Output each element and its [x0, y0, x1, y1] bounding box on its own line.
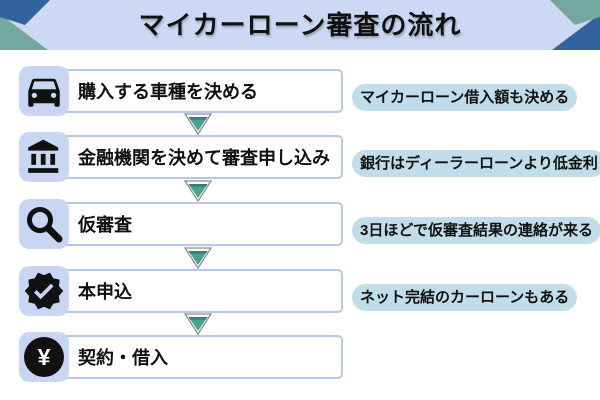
down-arrow-icon	[184, 313, 212, 335]
step-label: 本申込	[78, 282, 132, 302]
step-box: 金融機関を決めて審査申し込み	[60, 135, 343, 179]
down-arrow-icon	[184, 113, 212, 135]
yen-icon: ¥	[24, 337, 64, 377]
step-row-3: 仮審査 3日ほどで仮審査結果の連絡が来る	[0, 199, 600, 249]
step-icon-box	[19, 199, 69, 249]
step-label: 金融機関を決めて審査申し込み	[78, 148, 330, 168]
corner-teal-triangle	[550, 0, 600, 25]
step-box: 購入する車種を決める	[60, 69, 343, 113]
corner-decoration-right	[550, 0, 600, 50]
step-label: 購入する車種を決める	[78, 82, 258, 102]
corner-blue-triangle	[0, 0, 50, 25]
step-row-2: 金融機関を決めて審査申し込み 銀行はディーラーローンより低金利	[0, 132, 600, 182]
corner-blue-triangle	[552, 14, 600, 50]
step-note: 銀行はディーラーローンより低金利	[352, 150, 600, 177]
bank-icon	[28, 139, 59, 173]
step-label: 仮審査	[78, 215, 132, 235]
magnifier-icon	[27, 207, 63, 243]
step-row-5: 契約・借入 ¥	[0, 332, 600, 382]
down-arrow-icon	[184, 247, 212, 269]
badge-check-icon	[24, 272, 64, 310]
step-icon-box	[19, 266, 69, 316]
yen-glyph: ¥	[37, 344, 51, 370]
step-note: ネット完結のカーローンもある	[352, 284, 578, 311]
step-icon-box	[19, 66, 69, 116]
down-arrow-icon	[184, 180, 212, 202]
step-label: 契約・借入	[78, 348, 168, 368]
step-icon-box: ¥	[19, 332, 69, 382]
corner-teal-triangle	[0, 14, 48, 50]
corner-decoration-left	[0, 0, 50, 50]
step-box: 契約・借入	[60, 335, 343, 379]
step-box: 仮審査	[60, 202, 343, 246]
car-icon	[28, 78, 60, 107]
step-box: 本申込	[60, 269, 343, 313]
header-banner: マイカーローン審査の流れ	[0, 0, 600, 50]
step-note: マイカーローン借入額も決める	[352, 84, 578, 111]
step-note: 3日ほどで仮審査結果の連絡が来る	[352, 217, 600, 244]
step-row-1: 購入する車種を決める マイカーローン借入額も決める	[0, 66, 600, 116]
step-row-4: 本申込 ネット完結のカーローンもある	[0, 266, 600, 316]
page-title: マイカーローン審査の流れ	[138, 10, 462, 40]
step-icon-box	[19, 132, 69, 182]
